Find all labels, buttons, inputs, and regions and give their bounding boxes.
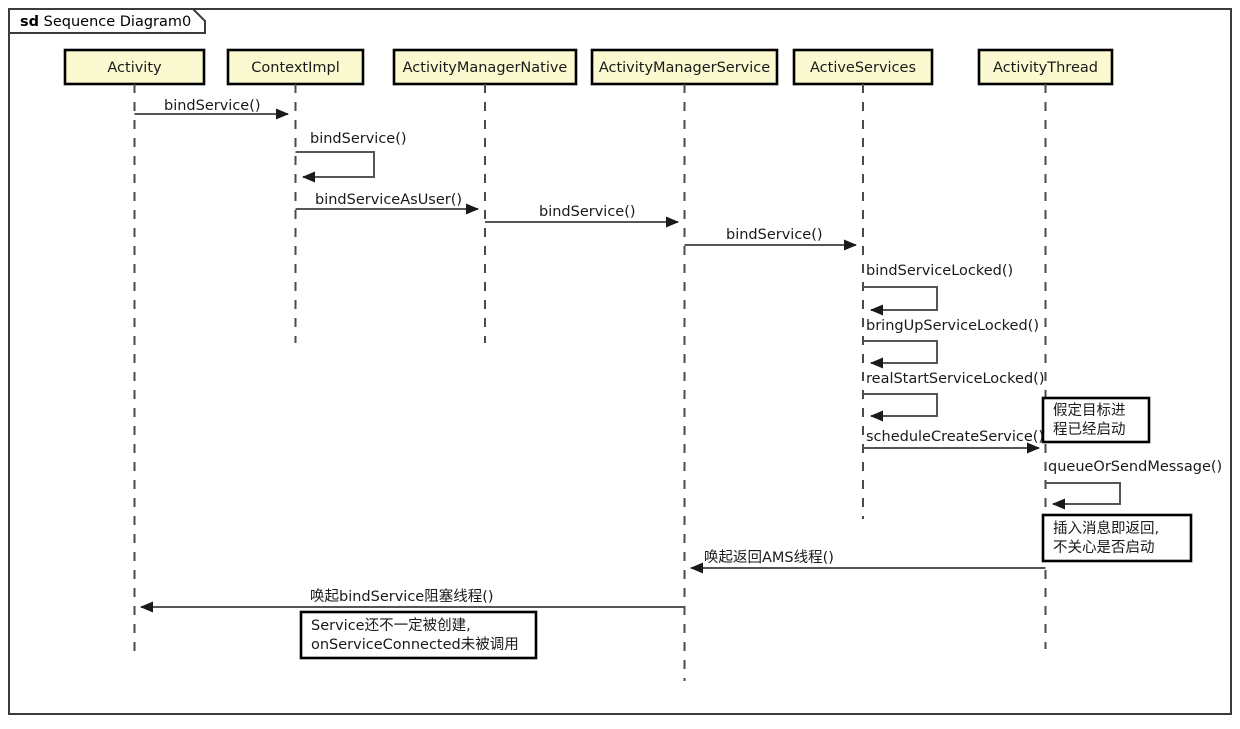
actor-box-activitymanagernative[interactable] — [392, 48, 578, 86]
actor-label-activitymanagernative: ActivityManagerNative — [403, 60, 568, 76]
message-schedulecreateservice-activeservices-activitythread[interactable]: scheduleCreateService() — [863, 429, 1044, 454]
frame-keyword: sd — [20, 14, 39, 30]
message-bindservice-amn-ams[interactable]: bindService() — [485, 204, 679, 228]
frame-tab-shape — [8, 8, 206, 34]
message-wake-bindservice-blocking-thread[interactable]: 唤起bindService阻塞线程() — [140, 587, 685, 613]
message-self-arrow — [295, 151, 375, 183]
actor-box-activeservices[interactable] — [792, 48, 934, 86]
frame-border — [8, 8, 1232, 715]
actor-contextimpl[interactable]: ContextImpl — [226, 48, 365, 86]
message-label: 唤起bindService阻塞线程() — [310, 587, 494, 605]
message-bringupservicelocked-self[interactable]: bringUpServiceLocked() — [863, 318, 1039, 369]
note-service-not-created-yet: Service还不一定被创建, onServiceConnected未被调用 — [299, 610, 538, 660]
message-self-arrow — [863, 393, 938, 422]
note-assume-process-started: 假定目标进 程已经启动 — [1041, 396, 1151, 444]
actor-activity[interactable]: Activity — [63, 48, 206, 86]
actor-label-activity: Activity — [107, 60, 162, 76]
message-label: bindService() — [726, 227, 823, 243]
note-line-2: onServiceConnected未被调用 — [311, 636, 519, 653]
message-label: queueOrSendMessage() — [1048, 459, 1222, 475]
message-bindserviceasuser-contextimpl-amn[interactable]: bindServiceAsUser() — [295, 192, 479, 215]
message-wake-return-ams-thread[interactable]: 唤起返回AMS线程() — [690, 549, 1046, 574]
note-insert-message-returns: 插入消息即返回, 不关心是否启动 — [1041, 513, 1193, 563]
message-self-arrow — [863, 286, 938, 316]
actor-activitymanagerservice[interactable]: ActivityManagerService — [590, 48, 779, 86]
note-box — [1041, 513, 1193, 563]
note-box — [299, 610, 538, 660]
frame-tab-label: sd Sequence Diagram0 — [20, 14, 191, 30]
message-label: bindServiceAsUser() — [315, 192, 462, 208]
actor-activeservices[interactable]: ActiveServices — [792, 48, 934, 86]
message-queueorsendmessage-self[interactable]: queueOrSendMessage() — [1045, 459, 1223, 510]
note-box — [1041, 396, 1151, 444]
message-bindservice-activity-contextimpl[interactable]: bindService() — [134, 98, 289, 120]
message-bindservice-ams-activeservices[interactable]: bindService() — [684, 227, 857, 251]
message-self-arrow — [1045, 482, 1121, 510]
note-line-1: Service还不一定被创建, — [311, 617, 471, 634]
note-line-1: 插入消息即返回, — [1053, 520, 1159, 537]
message-bindservicelocked-self[interactable]: bindServiceLocked() — [863, 263, 1013, 316]
actor-activitythread[interactable]: ActivityThread — [977, 48, 1114, 86]
actor-box-activitymanagerservice[interactable] — [590, 48, 779, 86]
message-label: bindService() — [164, 98, 261, 114]
actor-label-contextimpl: ContextImpl — [251, 60, 339, 76]
diagram-frame: sd Sequence Diagram0 — [8, 8, 1232, 715]
notes: 假定目标进 程已经启动 插入消息即返回, 不关心是否启动 Service还不一定… — [299, 396, 1193, 660]
message-label: bindService() — [539, 204, 636, 220]
message-label: bindServiceLocked() — [866, 263, 1013, 279]
actor-box-activity[interactable] — [63, 48, 206, 86]
message-label: bringUpServiceLocked() — [866, 318, 1039, 334]
message-label: bindService() — [310, 131, 407, 147]
actor-label-activitymanagerservice: ActivityManagerService — [599, 60, 770, 76]
actor-label-activitythread: ActivityThread — [993, 60, 1098, 76]
message-bindservice-contextimpl-self[interactable]: bindService() — [295, 131, 407, 183]
messages: bindService() bindService() bindServiceA… — [134, 98, 1223, 613]
actor-activitymanagernative[interactable]: ActivityManagerNative — [392, 48, 578, 86]
actor-headers: Activity ContextImpl ActivityManagerNati… — [63, 48, 1114, 86]
note-line-2: 程已经启动 — [1053, 421, 1126, 438]
message-label: scheduleCreateService() — [866, 429, 1044, 445]
note-line-1: 假定目标进 — [1053, 402, 1126, 419]
message-label: 唤起返回AMS线程() — [704, 549, 834, 566]
message-label: realStartServiceLocked() — [866, 371, 1044, 387]
frame-title: Sequence Diagram0 — [44, 14, 192, 30]
actor-label-activeservices: ActiveServices — [810, 60, 916, 76]
note-line-2: 不关心是否启动 — [1053, 539, 1155, 556]
actor-box-contextimpl[interactable] — [226, 48, 365, 86]
message-realstartservicelocked-self[interactable]: realStartServiceLocked() — [863, 371, 1044, 422]
message-self-arrow — [863, 340, 938, 369]
